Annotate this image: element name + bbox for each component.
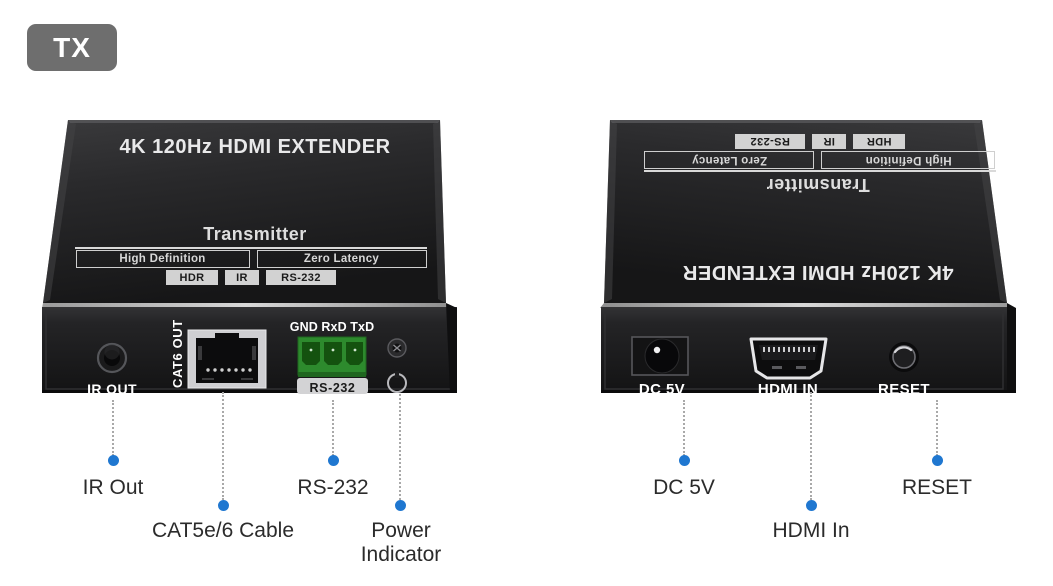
port-dc-5v <box>631 336 689 376</box>
device-transmitter-rear: 4K 120Hz HDMI EXTENDER Transmitter High … <box>570 0 1053 420</box>
leader-power-indicator <box>399 394 401 500</box>
leader-ir-out <box>112 400 114 456</box>
callout-dot-rs-232 <box>328 455 339 466</box>
transmitter-front-body <box>42 120 457 394</box>
leader-reset <box>936 400 938 456</box>
label-reset: RESET <box>877 381 930 398</box>
callout-power-indicator-line2: Indicator <box>360 542 442 566</box>
port-power-indicator <box>387 338 407 393</box>
callout-ir-out: IR Out <box>82 476 144 499</box>
leader-hdmi-in <box>810 392 812 500</box>
label-rs232: RS-232 <box>309 381 356 395</box>
callout-power-indicator: Power Indicator <box>361 519 442 566</box>
callout-reset: RESET <box>901 476 973 499</box>
transmitter-rear-body <box>600 120 1016 393</box>
leader-dc-5v <box>683 400 685 456</box>
callout-dc-5v: DC 5V <box>653 476 715 499</box>
callout-dot-power-indicator <box>395 500 406 511</box>
callout-dot-ir-out <box>108 455 119 466</box>
port-cat6-out <box>187 329 267 389</box>
label-dc-5v: DC 5V <box>638 381 686 398</box>
leader-rs-232 <box>332 400 334 456</box>
tx-badge-label: TX <box>53 31 91 63</box>
label-hdmi-in: HDMI IN <box>757 381 819 398</box>
device-transmitter-front: 4K 120Hz HDMI EXTENDER Transmitter High … <box>0 0 520 420</box>
label-rs232-pins: GND RxD TxD <box>289 320 375 334</box>
leader-cat5e-6-cable <box>222 392 224 500</box>
port-ir-out <box>96 342 128 374</box>
label-ir-out: IR OUT <box>87 381 137 397</box>
callout-power-indicator-line1: Power <box>371 519 431 542</box>
callout-cat5e-6-cable: CAT5e/6 Cable <box>151 519 295 542</box>
tx-badge: TX <box>27 24 117 71</box>
callout-dot-hdmi-in <box>806 500 817 511</box>
callout-hdmi-in: HDMI In <box>772 519 850 542</box>
callout-dot-dc-5v <box>679 455 690 466</box>
port-reset-button <box>889 342 919 372</box>
callout-dot-cat5e-6-cable <box>218 500 229 511</box>
label-cat6-out: CAT6 OUT <box>170 319 185 388</box>
callout-rs-232: RS-232 <box>297 476 369 499</box>
callout-dot-reset <box>932 455 943 466</box>
port-rs232-terminal <box>297 336 368 394</box>
port-hdmi-in <box>749 337 828 380</box>
